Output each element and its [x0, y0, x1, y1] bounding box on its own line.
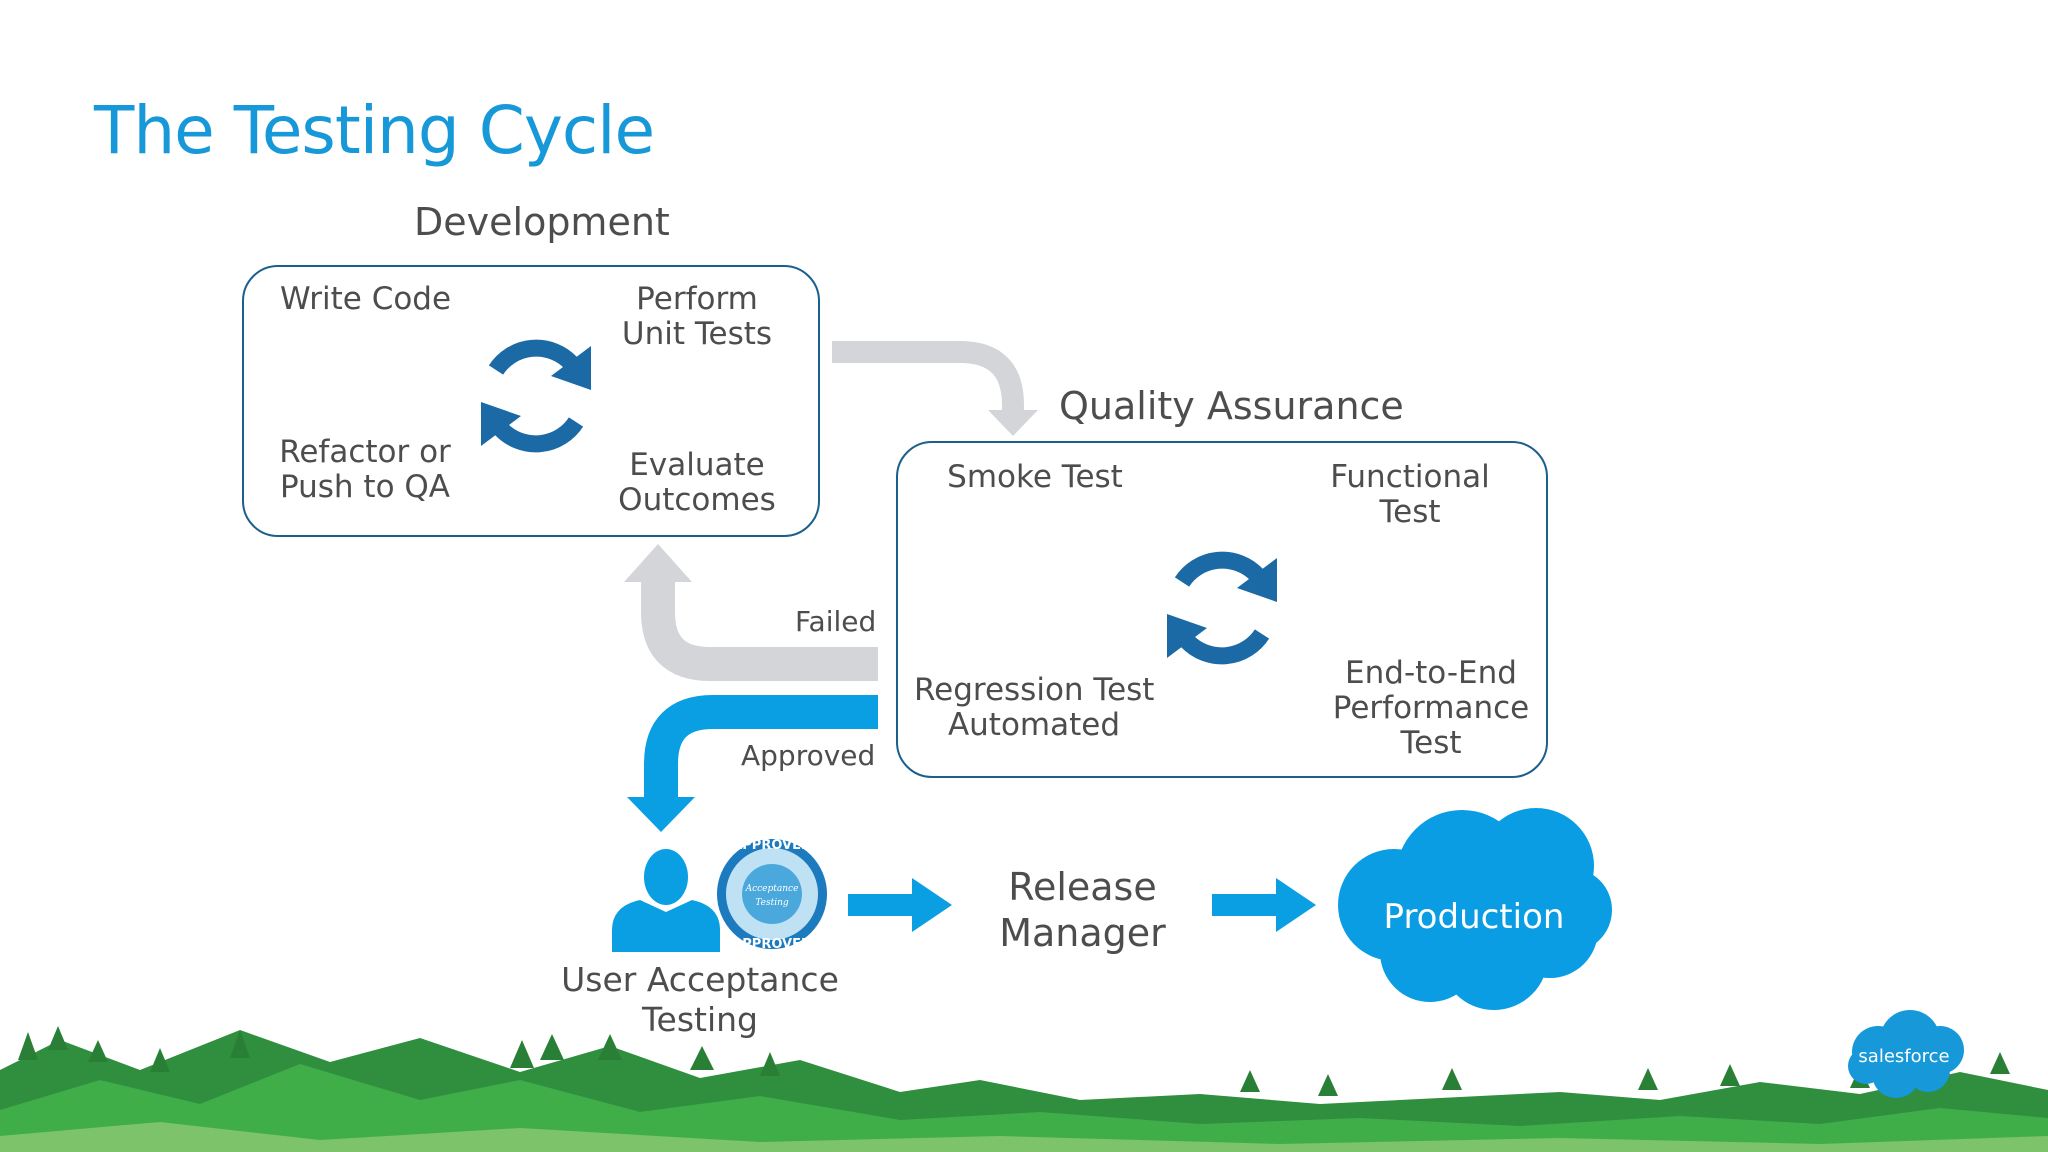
- uat-to-release-arrow: [848, 878, 952, 932]
- approved-badge-icon: APPROVED APPROVED Acceptance Testing: [717, 838, 827, 952]
- user-icon: [612, 849, 720, 952]
- svg-text:APPROVED: APPROVED: [732, 937, 812, 952]
- approved-label: Approved: [741, 739, 876, 772]
- regression-test-label: Regression Test Automated: [914, 672, 1155, 743]
- approved-arrow: [627, 695, 878, 832]
- development-box: [242, 265, 820, 537]
- production-cloud-icon: Production: [1338, 808, 1612, 1010]
- write-code-label: Write Code: [280, 281, 452, 317]
- svg-text:Testing: Testing: [755, 898, 789, 908]
- release-to-production-arrow: [1212, 878, 1316, 932]
- dev-cycle-icon: [481, 339, 591, 453]
- evaluate-outcomes-label: Evaluate Outcomes: [618, 447, 776, 518]
- perform-unit-tests-label: Perform Unit Tests: [621, 281, 773, 352]
- end-to-end-label: End-to-End Performance Test: [1332, 655, 1530, 761]
- release-manager-label: Release Manager: [999, 865, 1166, 955]
- refactor-label: Refactor or Push to QA: [279, 434, 451, 505]
- qa-box: [896, 441, 1548, 778]
- failed-label: Failed: [795, 605, 877, 638]
- hills-decoration: [0, 1026, 2048, 1152]
- development-heading: Development: [414, 200, 670, 244]
- svg-text:salesforce: salesforce: [1858, 1046, 1949, 1067]
- salesforce-logo: salesforce: [1848, 1010, 1964, 1098]
- slide-title: The Testing Cycle: [94, 92, 655, 169]
- uat-label: User Acceptance Testing: [561, 960, 839, 1039]
- dev-to-qa-arrow: [832, 341, 1038, 436]
- qa-cycle-icon: [1167, 551, 1277, 665]
- svg-text:Acceptance: Acceptance: [745, 884, 799, 894]
- failed-arrow: [624, 544, 878, 681]
- functional-test-label: Functional Test: [1330, 459, 1490, 530]
- smoke-test-label: Smoke Test: [947, 459, 1123, 495]
- svg-text:APPROVED: APPROVED: [732, 838, 812, 853]
- qa-heading: Quality Assurance: [1059, 384, 1404, 428]
- production-label: Production: [1384, 897, 1565, 937]
